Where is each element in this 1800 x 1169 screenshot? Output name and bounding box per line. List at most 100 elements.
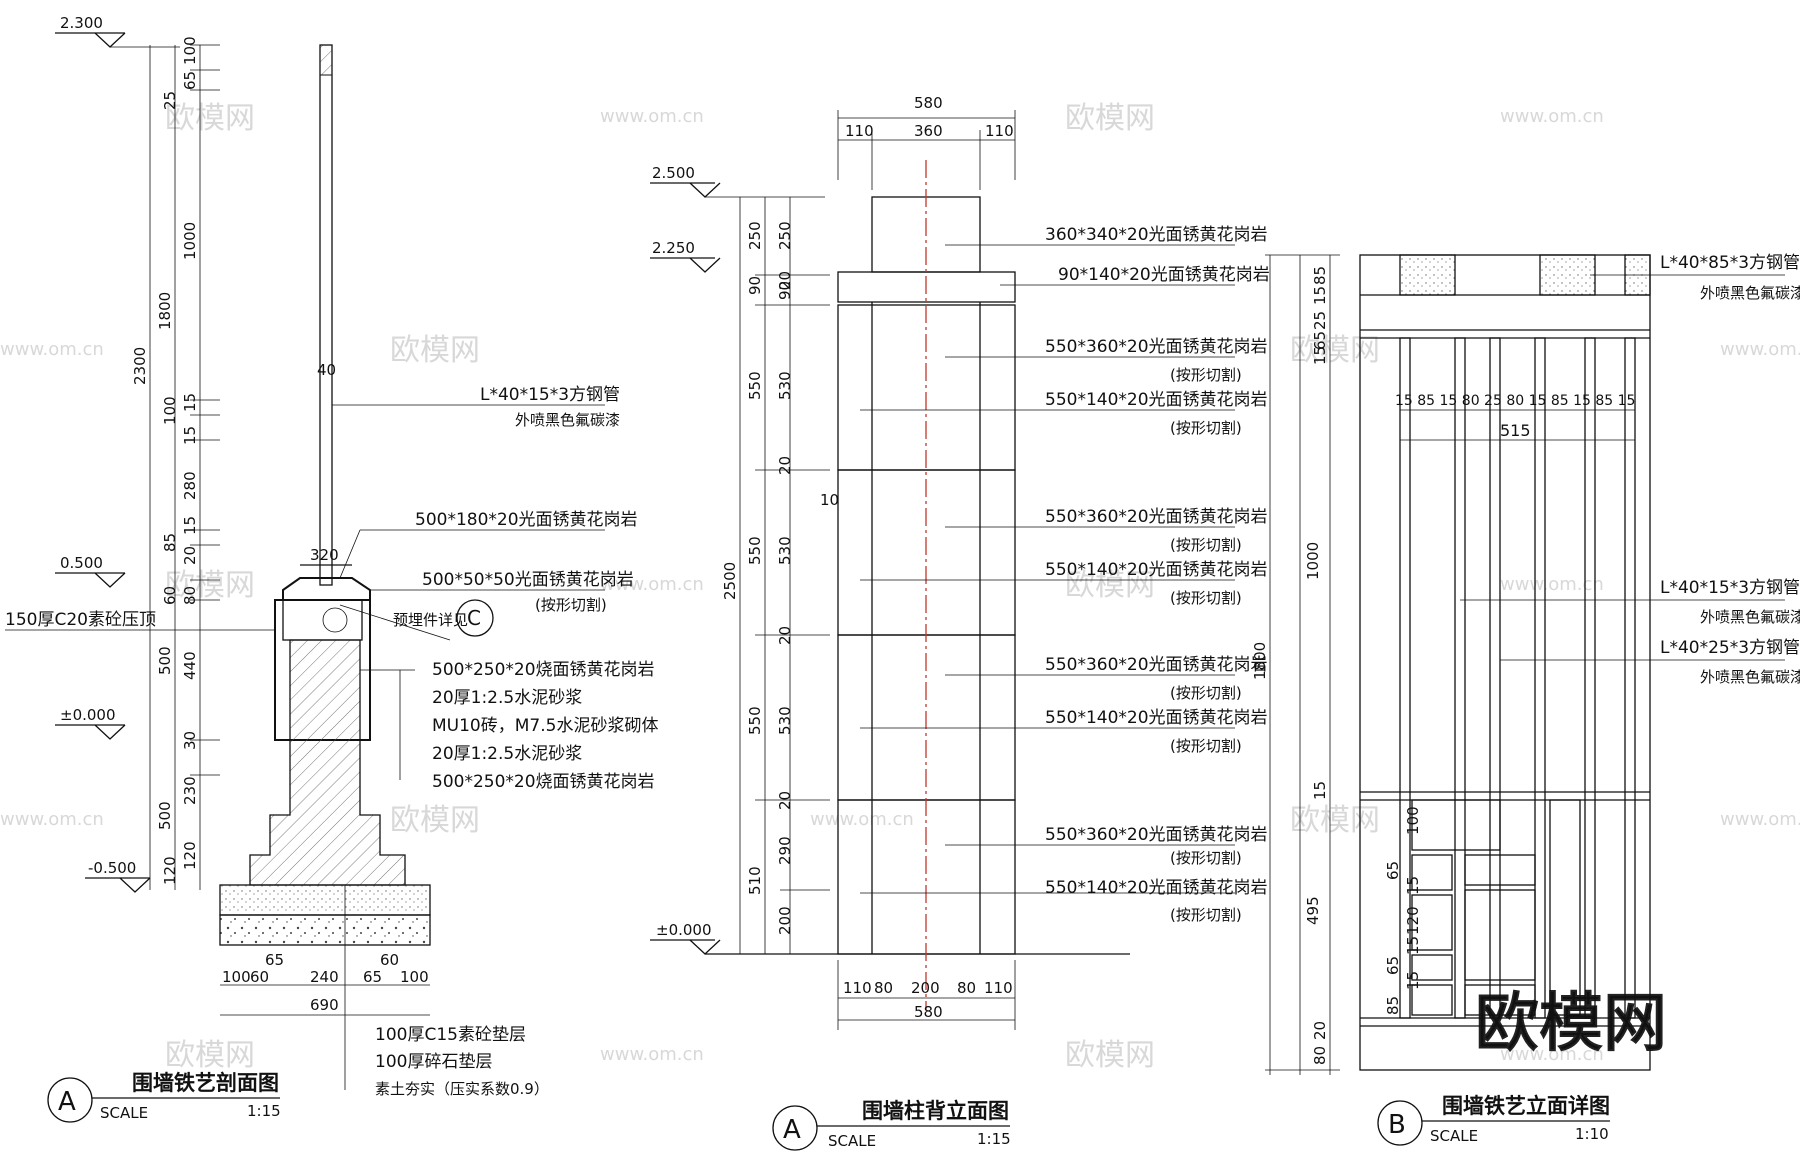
svg-text:SCALE: SCALE	[100, 1104, 148, 1122]
svg-text:素土夯实（压实系数0.9）: 素土夯实（压实系数0.9）	[375, 1080, 549, 1098]
svg-text:100: 100	[222, 968, 251, 986]
svg-text:500: 500	[156, 646, 174, 675]
watermark-url: www.om.cn	[810, 809, 914, 830]
steel-tube	[319, 44, 333, 586]
svg-text:2.300: 2.300	[60, 14, 103, 32]
svg-text:500*250*20烧面锈黄花岗岩: 500*250*20烧面锈黄花岗岩	[432, 772, 655, 792]
watermark-text: 欧模网	[390, 333, 480, 368]
svg-text:1:15: 1:15	[977, 1130, 1011, 1148]
svg-text:15: 15	[1404, 876, 1422, 895]
svg-text:150厚C20素砼压顶: 150厚C20素砼压顶	[5, 610, 156, 630]
svg-text:100: 100	[161, 396, 179, 425]
svg-text:15: 15	[1311, 781, 1329, 800]
svg-text:100: 100	[400, 968, 429, 986]
svg-text:1800: 1800	[156, 292, 174, 330]
section-a: 2.300 0.500 ±0.000 -0.500 2300 1800 500 …	[5, 14, 658, 1123]
svg-text:外喷黑色氟碳漆: 外喷黑色氟碳漆	[1700, 668, 1800, 686]
svg-text:360*340*20光面锈黄花岗岩: 360*340*20光面锈黄花岗岩	[1045, 225, 1268, 245]
svg-text:±0.000: ±0.000	[656, 921, 712, 939]
svg-text:B: B	[1388, 1110, 1406, 1140]
svg-text:20: 20	[776, 271, 794, 290]
svg-text:80: 80	[1311, 1046, 1329, 1065]
svg-text:200: 200	[911, 979, 940, 997]
svg-text:A: A	[58, 1087, 76, 1117]
svg-text:(按形切割): (按形切割)	[1170, 906, 1242, 924]
level-mark: 2.500	[650, 164, 825, 198]
svg-text:80: 80	[957, 979, 976, 997]
svg-text:320: 320	[310, 546, 339, 564]
svg-text:(按形切割): (按形切割)	[1170, 849, 1242, 867]
svg-text:65: 65	[363, 968, 382, 986]
svg-text:250: 250	[776, 221, 794, 250]
svg-text:2.500: 2.500	[652, 164, 695, 182]
svg-text:500*250*20烧面锈黄花岗岩: 500*250*20烧面锈黄花岗岩	[432, 660, 655, 680]
svg-text:C: C	[467, 606, 481, 630]
svg-text:510: 510	[746, 866, 764, 895]
svg-text:25: 25	[1311, 311, 1329, 330]
title-mark-circle	[47, 1077, 93, 1123]
svg-text:L*40*15*3方钢管: L*40*15*3方钢管	[480, 385, 620, 405]
drawing-title: 围墙柱背立面图	[862, 1099, 1009, 1123]
svg-text:550: 550	[746, 371, 764, 400]
svg-text:530: 530	[776, 706, 794, 735]
svg-text:90: 90	[776, 281, 794, 300]
watermark-url: www.om.cn	[600, 1044, 704, 1065]
watermark-url: www.om.cn	[1720, 809, 1800, 830]
level-mark: 2.250	[650, 239, 721, 273]
svg-text:15: 15	[1311, 346, 1329, 365]
svg-text:65: 65	[1311, 331, 1329, 350]
svg-text:85: 85	[1311, 266, 1329, 285]
watermark-text: 欧模网	[165, 1038, 255, 1073]
svg-text:65: 65	[265, 951, 284, 969]
svg-text:20: 20	[776, 456, 794, 475]
watermark-url: www.om.cn	[0, 809, 104, 830]
svg-text:550: 550	[746, 706, 764, 735]
svg-text:200: 200	[776, 906, 794, 935]
svg-text:580: 580	[914, 94, 943, 112]
svg-text:120: 120	[1404, 906, 1422, 935]
level-mark: ±0.000	[650, 921, 1130, 955]
level-mark: 0.500	[55, 554, 126, 588]
gravel-bed	[219, 914, 431, 946]
svg-text:120: 120	[181, 841, 199, 870]
svg-text:15: 15	[181, 516, 199, 535]
svg-text:60: 60	[380, 951, 399, 969]
iron-frame	[1359, 254, 1651, 1071]
svg-text:20厚1:2.5水泥砂浆: 20厚1:2.5水泥砂浆	[432, 744, 582, 764]
svg-text:1:10: 1:10	[1575, 1125, 1609, 1143]
svg-text:530: 530	[776, 536, 794, 565]
watermark-text: 欧模网	[1065, 101, 1155, 136]
watermark-url: www.om.cn	[1500, 106, 1604, 127]
watermark-url: www.om.cn	[1720, 339, 1800, 360]
svg-text:550*360*20光面锈黄花岗岩: 550*360*20光面锈黄花岗岩	[1045, 655, 1268, 675]
svg-text:500*180*20光面锈黄花岗岩: 500*180*20光面锈黄花岗岩	[415, 510, 638, 530]
svg-text:(按形切割): (按形切割)	[1170, 737, 1242, 755]
svg-text:515: 515	[1500, 421, 1531, 440]
svg-text:0.500: 0.500	[60, 554, 103, 572]
level-mark: 2.300	[55, 14, 180, 48]
watermark-text: 欧模网	[1065, 568, 1155, 603]
watermark-text: 欧模网	[1290, 333, 1380, 368]
watermark-text: 欧模网	[1290, 803, 1380, 838]
title-mark-circle	[1377, 1100, 1423, 1146]
watermark-text: 欧模网	[390, 803, 480, 838]
svg-text:15: 15	[181, 393, 199, 412]
svg-text:250: 250	[746, 221, 764, 250]
svg-text:110: 110	[985, 122, 1014, 140]
svg-text:500*50*50光面锈黄花岗岩: 500*50*50光面锈黄花岗岩	[422, 570, 634, 590]
svg-text:580: 580	[914, 1003, 943, 1021]
svg-text:SCALE: SCALE	[1430, 1127, 1478, 1145]
svg-text:100厚C15素砼垫层: 100厚C15素砼垫层	[375, 1025, 526, 1045]
svg-text:20: 20	[1311, 1021, 1329, 1040]
svg-text:80: 80	[181, 586, 199, 605]
svg-text:60: 60	[161, 586, 179, 605]
svg-text:15: 15	[1404, 936, 1422, 955]
svg-text:110: 110	[845, 122, 874, 140]
svg-text:550: 550	[746, 536, 764, 565]
svg-text:550*360*20光面锈黄花岗岩: 550*360*20光面锈黄花岗岩	[1045, 825, 1268, 845]
svg-text:360: 360	[914, 122, 943, 140]
svg-text:550*360*20光面锈黄花岗岩: 550*360*20光面锈黄花岗岩	[1045, 507, 1268, 527]
svg-text:-0.500: -0.500	[88, 859, 136, 877]
svg-text:40: 40	[317, 361, 336, 379]
